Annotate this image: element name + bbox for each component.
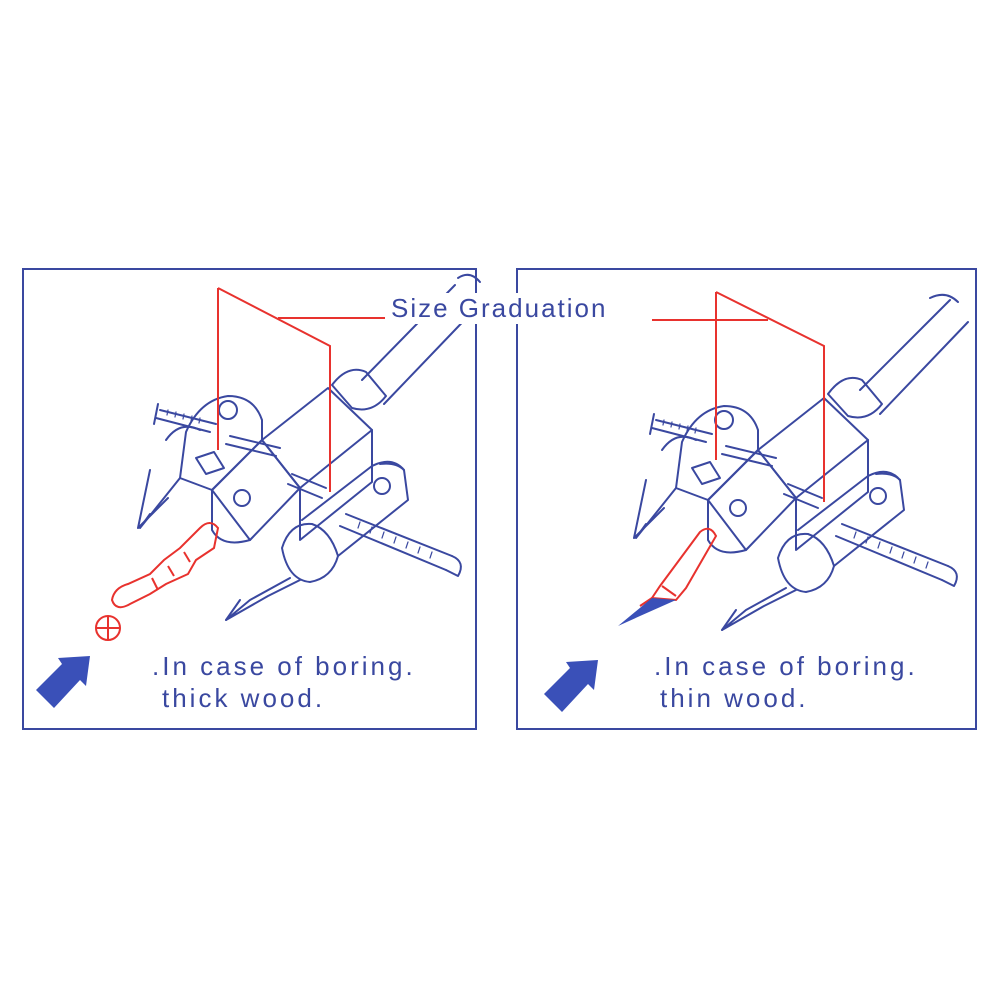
left-caption-line1: .In case of boring. bbox=[152, 651, 416, 681]
right-cutter-tool bbox=[633, 293, 969, 631]
left-drill-bit bbox=[95, 522, 220, 641]
right-caption: .In case of boring. thin wood. bbox=[654, 650, 918, 714]
right-bit-tip bbox=[618, 598, 676, 626]
panel-thin-wood bbox=[516, 268, 977, 730]
left-cutter-tool bbox=[137, 273, 481, 621]
right-direction-arrow-icon bbox=[544, 660, 598, 712]
size-graduation-label: Size Graduation bbox=[385, 293, 614, 324]
right-drill-bit bbox=[639, 527, 718, 607]
right-graduation-indicator bbox=[652, 291, 825, 502]
left-direction-arrow-icon bbox=[36, 656, 90, 708]
right-caption-line1: .In case of boring. bbox=[654, 651, 918, 681]
left-caption: .In case of boring. thick wood. bbox=[152, 650, 416, 714]
left-graduation-indicator bbox=[217, 287, 388, 492]
right-caption-line2: thin wood. bbox=[660, 683, 809, 713]
left-caption-line2: thick wood. bbox=[162, 683, 326, 713]
